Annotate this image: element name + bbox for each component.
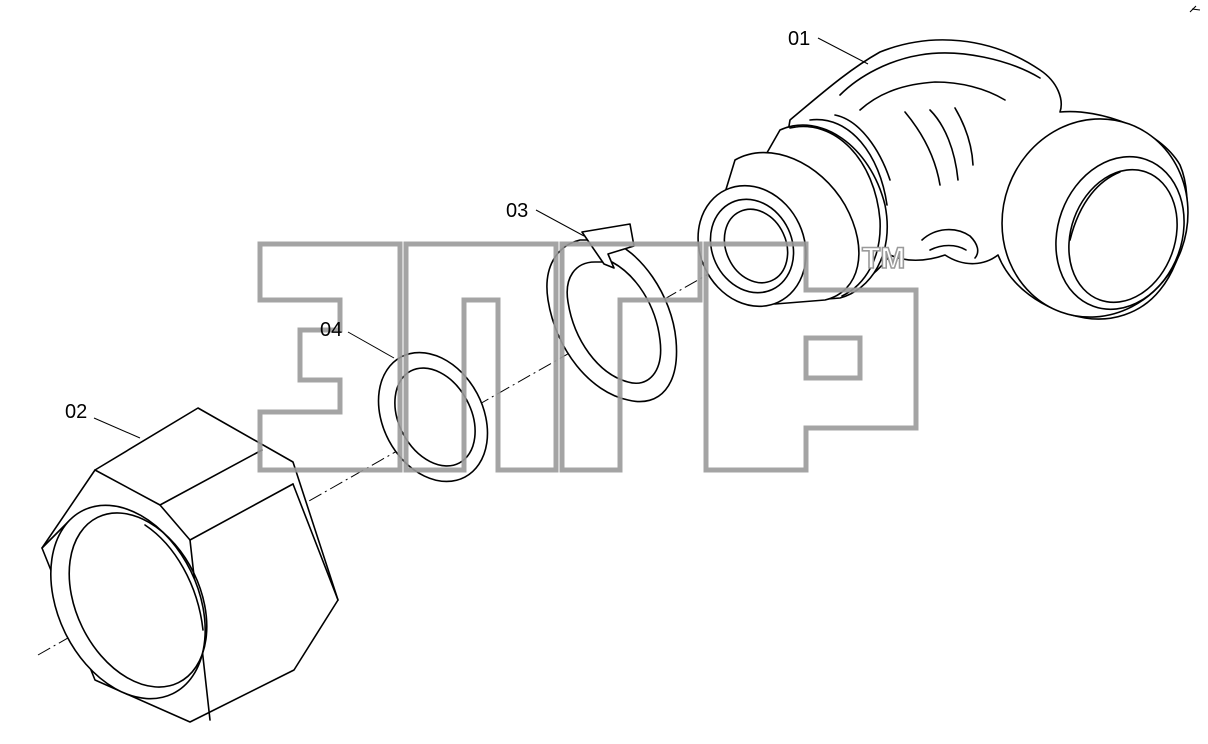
part-02-hex-nut: [41, 407, 339, 723]
callout-04-label: 04: [320, 319, 342, 341]
watermark-letter-3: [559, 241, 703, 473]
part-01-elbow-fitting: [697, 39, 1189, 320]
watermark-letter-4: [703, 241, 919, 473]
part-03-split-ring: [546, 223, 678, 403]
callout-01-label: 01: [788, 28, 810, 50]
callout-02: 02: [65, 401, 141, 439]
part-04-washer: [377, 351, 489, 483]
watermark-logo: TM: [257, 241, 919, 473]
callout-03: 03: [506, 200, 585, 237]
corner-mark: [1189, 5, 1201, 13]
callout-01: 01: [788, 28, 869, 65]
watermark-letter-1: [257, 241, 403, 473]
callout-03-label: 03: [506, 200, 528, 222]
watermark-trademark: TM: [862, 242, 905, 275]
callout-04: 04: [320, 319, 395, 359]
watermark-letter-2: [403, 241, 559, 473]
callout-02-label: 02: [65, 401, 87, 423]
